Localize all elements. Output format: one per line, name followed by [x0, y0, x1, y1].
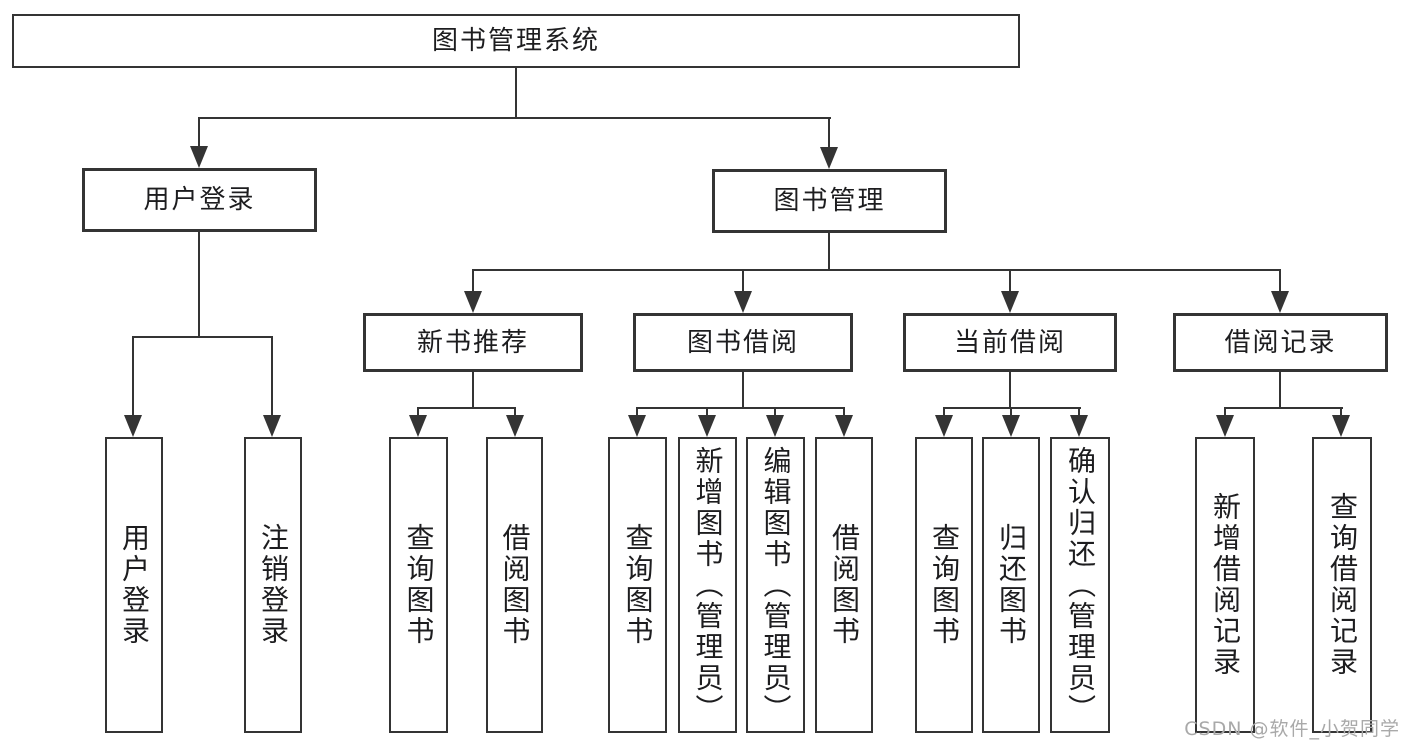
leaf-borrow-books-label: 借阅图书: [828, 523, 861, 647]
connector-recommend-rail: [417, 407, 516, 409]
connector-root-stem: [515, 66, 517, 118]
node-book-management-label: 图书管理: [773, 186, 886, 216]
arrow-down-icon: [698, 415, 716, 437]
leaf-borrow-books: 借阅图书: [815, 437, 873, 733]
leaf-add-books-admin-label: 新增图书（管理员）: [691, 445, 725, 725]
leaf-recommend-borrow-books-label: 借阅图书: [498, 523, 532, 647]
connector-line: [472, 269, 474, 295]
arrow-down-icon: [1070, 415, 1088, 437]
leaf-user-login: 用户登录: [105, 437, 163, 733]
arrow-down-icon: [190, 146, 208, 168]
connector-line: [843, 407, 845, 419]
connector-line: [1009, 372, 1011, 409]
leaf-query-borrow-record-label: 查询借阅记录: [1326, 492, 1359, 678]
node-root: 图书管理系统: [12, 14, 1020, 68]
leaf-current-query-books-label: 查询图书: [928, 523, 961, 647]
connector-line: [472, 372, 474, 409]
connector-line: [828, 117, 830, 150]
leaf-add-borrow-record: 新增借阅记录: [1195, 437, 1255, 733]
connector-line: [514, 407, 516, 419]
node-new-book-recommend: 新书推荐: [363, 313, 583, 372]
connector-line: [636, 407, 638, 419]
arrow-down-icon: [1332, 415, 1350, 437]
connector-line: [774, 407, 776, 419]
leaf-recommend-query-books: 查询图书: [389, 437, 448, 733]
connector-line: [1224, 407, 1226, 419]
connector-line: [417, 407, 419, 419]
leaf-recommend-query-books-label: 查询图书: [402, 523, 436, 647]
leaf-logout: 注销登录: [244, 437, 302, 733]
arrow-down-icon: [766, 415, 784, 437]
node-current-borrow: 当前借阅: [903, 313, 1117, 372]
leaf-edit-books-admin: 编辑图书（管理员）: [746, 437, 805, 733]
connector-line: [132, 336, 134, 419]
node-new-book-recommend-label: 新书推荐: [416, 327, 529, 358]
connector-line: [828, 233, 830, 271]
leaf-confirm-return-admin: 确认归还（管理员）: [1050, 437, 1110, 733]
node-borrow-records: 借阅记录: [1173, 313, 1388, 372]
leaf-add-borrow-record-label: 新增借阅记录: [1209, 492, 1242, 678]
connector-line: [198, 232, 200, 338]
connector-line: [742, 269, 744, 295]
connector-level2-rail: [199, 117, 831, 119]
connector-line: [1340, 407, 1342, 419]
connector-line: [742, 372, 744, 409]
arrow-down-icon: [464, 291, 482, 313]
node-borrow-records-label: 借阅记录: [1224, 327, 1337, 358]
node-book-borrow: 图书借阅: [633, 313, 853, 372]
connector-line: [706, 407, 708, 419]
connector-line: [271, 336, 273, 419]
connector-borrow-rail: [636, 407, 845, 409]
node-book-management: 图书管理: [712, 169, 947, 233]
leaf-edit-books-admin-label: 编辑图书（管理员）: [759, 445, 793, 725]
arrow-down-icon: [1216, 415, 1234, 437]
connector-current-rail: [943, 407, 1081, 409]
arrow-down-icon: [820, 147, 838, 169]
leaf-return-books: 归还图书: [982, 437, 1040, 733]
connector-line: [1279, 269, 1281, 295]
leaf-return-books-label: 归还图书: [995, 523, 1028, 647]
arrow-down-icon: [263, 415, 281, 437]
arrow-down-icon: [1271, 291, 1289, 313]
connector-line: [1009, 269, 1011, 295]
arrow-down-icon: [1001, 291, 1019, 313]
arrow-down-icon: [734, 291, 752, 313]
node-root-label: 图书管理系统: [431, 26, 600, 56]
arrow-down-icon: [835, 415, 853, 437]
node-user-login-label: 用户登录: [143, 185, 256, 215]
leaf-query-borrow-record: 查询借阅记录: [1312, 437, 1372, 733]
connector-level3-rail: [472, 269, 1281, 271]
leaf-logout-label: 注销登录: [257, 523, 290, 647]
node-book-borrow-label: 图书借阅: [686, 327, 799, 358]
leaf-current-query-books: 查询图书: [915, 437, 973, 733]
connector-login-rail: [132, 336, 273, 338]
leaf-confirm-return-admin-label: 确认归还（管理员）: [1064, 445, 1097, 725]
leaf-user-login-label: 用户登录: [118, 523, 151, 647]
arrow-down-icon: [628, 415, 646, 437]
arrow-down-icon: [506, 415, 524, 437]
connector-records-rail: [1224, 407, 1343, 409]
arrow-down-icon: [935, 415, 953, 437]
arrow-down-icon: [1002, 415, 1020, 437]
csdn-watermark: CSDN @软件_小贺同学: [1184, 718, 1400, 740]
leaf-borrow-query-books-label: 查询图书: [621, 523, 655, 647]
leaf-borrow-query-books: 查询图书: [608, 437, 667, 733]
arrow-down-icon: [124, 415, 142, 437]
connector-line: [1010, 407, 1012, 419]
connector-line: [943, 407, 945, 419]
connector-line: [1279, 372, 1281, 409]
arrow-down-icon: [409, 415, 427, 437]
leaf-recommend-borrow-books: 借阅图书: [486, 437, 543, 733]
node-user-login: 用户登录: [82, 168, 317, 232]
connector-line: [1078, 407, 1080, 419]
leaf-add-books-admin: 新增图书（管理员）: [678, 437, 737, 733]
node-current-borrow-label: 当前借阅: [953, 327, 1066, 358]
connector-line: [198, 117, 200, 150]
